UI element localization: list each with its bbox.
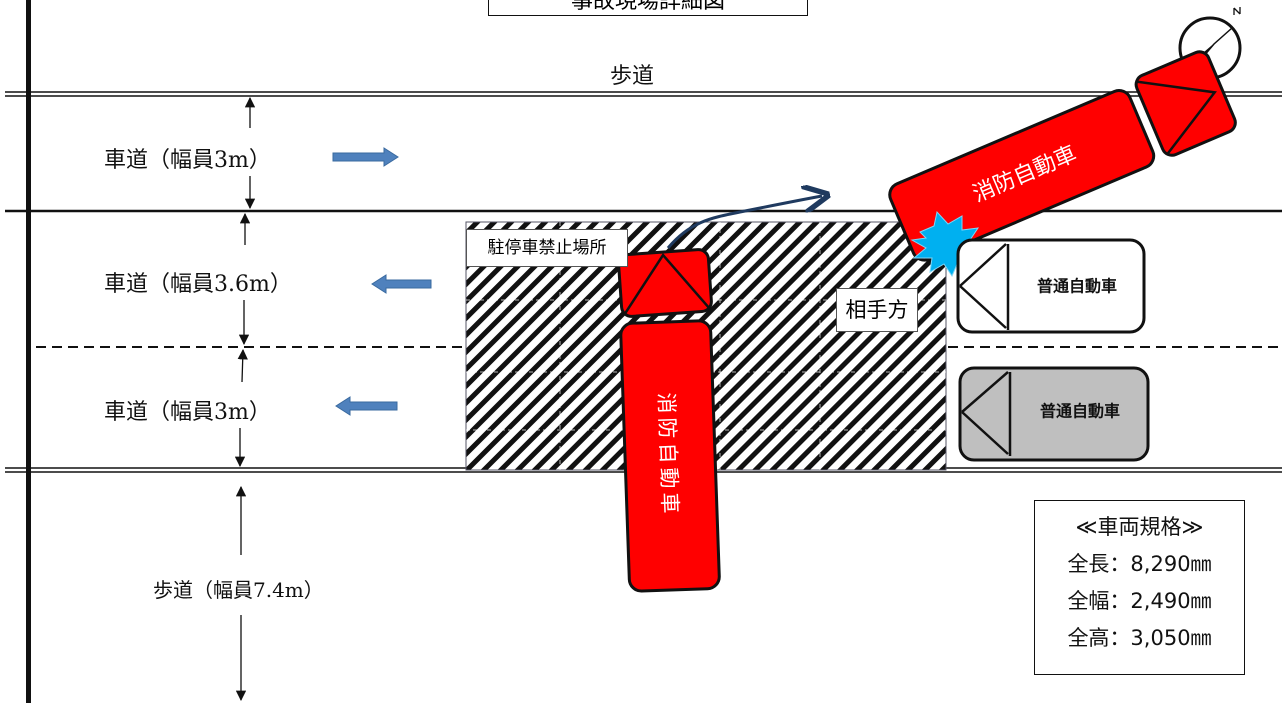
sidewalk-top-label: 歩道 [610,64,655,89]
car-white [956,238,1146,334]
fire-truck-vertical-body [619,319,721,593]
other-party-label: 相手方 [836,288,918,332]
diagram-title: 事故現場詳細図 [488,0,808,16]
spec-width: 全幅：2,490㎜ [1067,589,1212,613]
left-boundary-line [26,0,31,703]
spec-heading: ≪車両規格≫ [1075,515,1204,539]
vehicle-spec-box: ≪車両規格≫ 全長：8,290㎜ 全幅：2,490㎜ 全高：3,050㎜ [1034,500,1245,675]
lane3-left-arrow [335,396,398,416]
traffic-direction-arrows [332,147,432,416]
lane2-left-arrow [371,274,432,294]
car-gray [958,366,1150,462]
fire-truck-vertical [617,248,721,593]
lane-dimension-arrows [234,96,256,702]
fire-truck-angled [888,50,1237,262]
lane-1-label: 車道（幅員3m） [104,142,271,174]
lane1-right-arrow [332,147,399,167]
spec-length: 全長：8,290㎜ [1067,552,1212,576]
trajectory-line [666,196,822,249]
spec-height: 全高：3,050㎜ [1067,626,1212,650]
fire-truck-vertical-cab [617,248,713,318]
lane-3-label: 車道（幅員3m） [104,394,271,426]
car-white-label: 普通自動車 [1037,277,1117,296]
lane-2-label: 車道（幅員3.6m） [104,266,292,298]
car-gray-label: 普通自動車 [1040,402,1120,421]
no-parking-label: 駐停車禁止場所 [466,229,628,267]
fire-truck-vertical-label: 消防自動車 [654,392,682,518]
sidewalk-bottom-label: 歩道（幅員7.4m） [153,574,324,603]
